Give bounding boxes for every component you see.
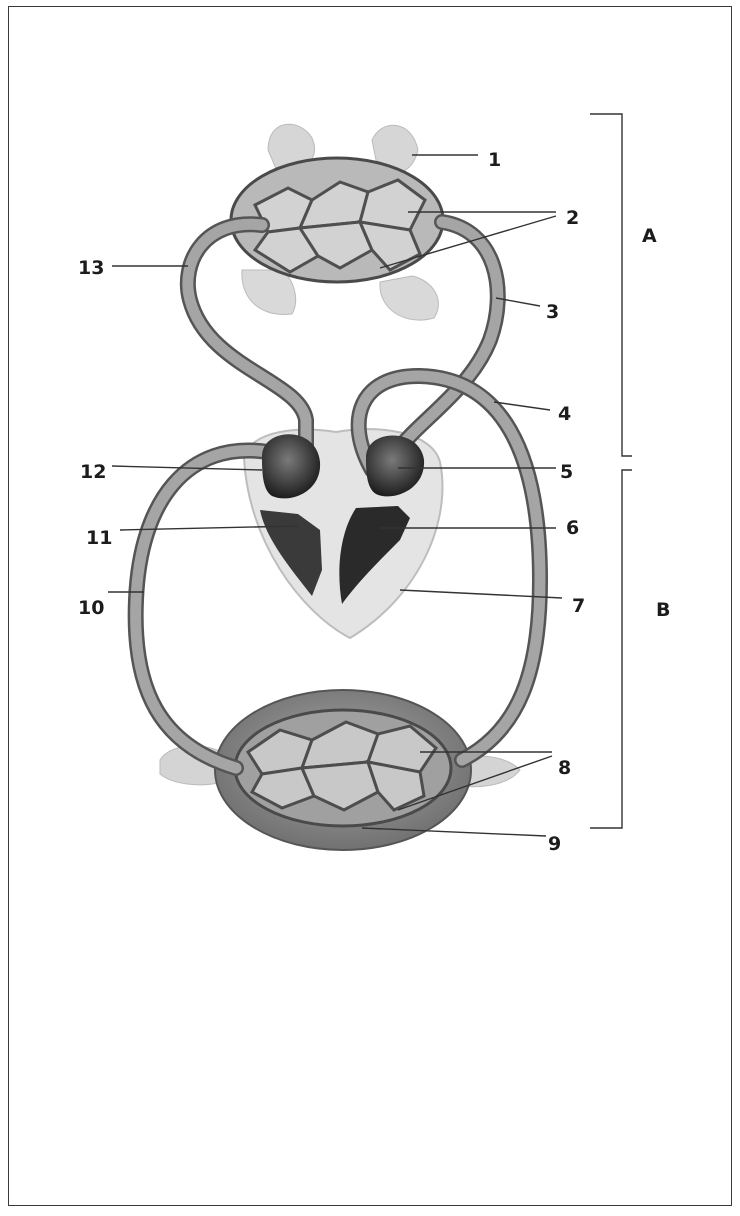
label-13: 13 (78, 257, 104, 279)
label-4: 4 (558, 403, 571, 425)
label-12: 12 (80, 461, 106, 483)
region-label-b: B (656, 599, 670, 621)
label-3: 3 (546, 301, 559, 323)
label-2: 2 (566, 207, 579, 229)
label-5: 5 (560, 461, 573, 483)
label-1: 1 (488, 149, 501, 171)
label-7: 7 (572, 595, 585, 617)
label-9: 9 (548, 833, 561, 855)
label-10: 10 (78, 597, 104, 619)
label-8: 8 (558, 757, 571, 779)
region-label-a: A (642, 225, 657, 247)
systemic-capillary-bed (235, 710, 451, 826)
label-11: 11 (86, 527, 112, 549)
label-6: 6 (566, 517, 579, 539)
